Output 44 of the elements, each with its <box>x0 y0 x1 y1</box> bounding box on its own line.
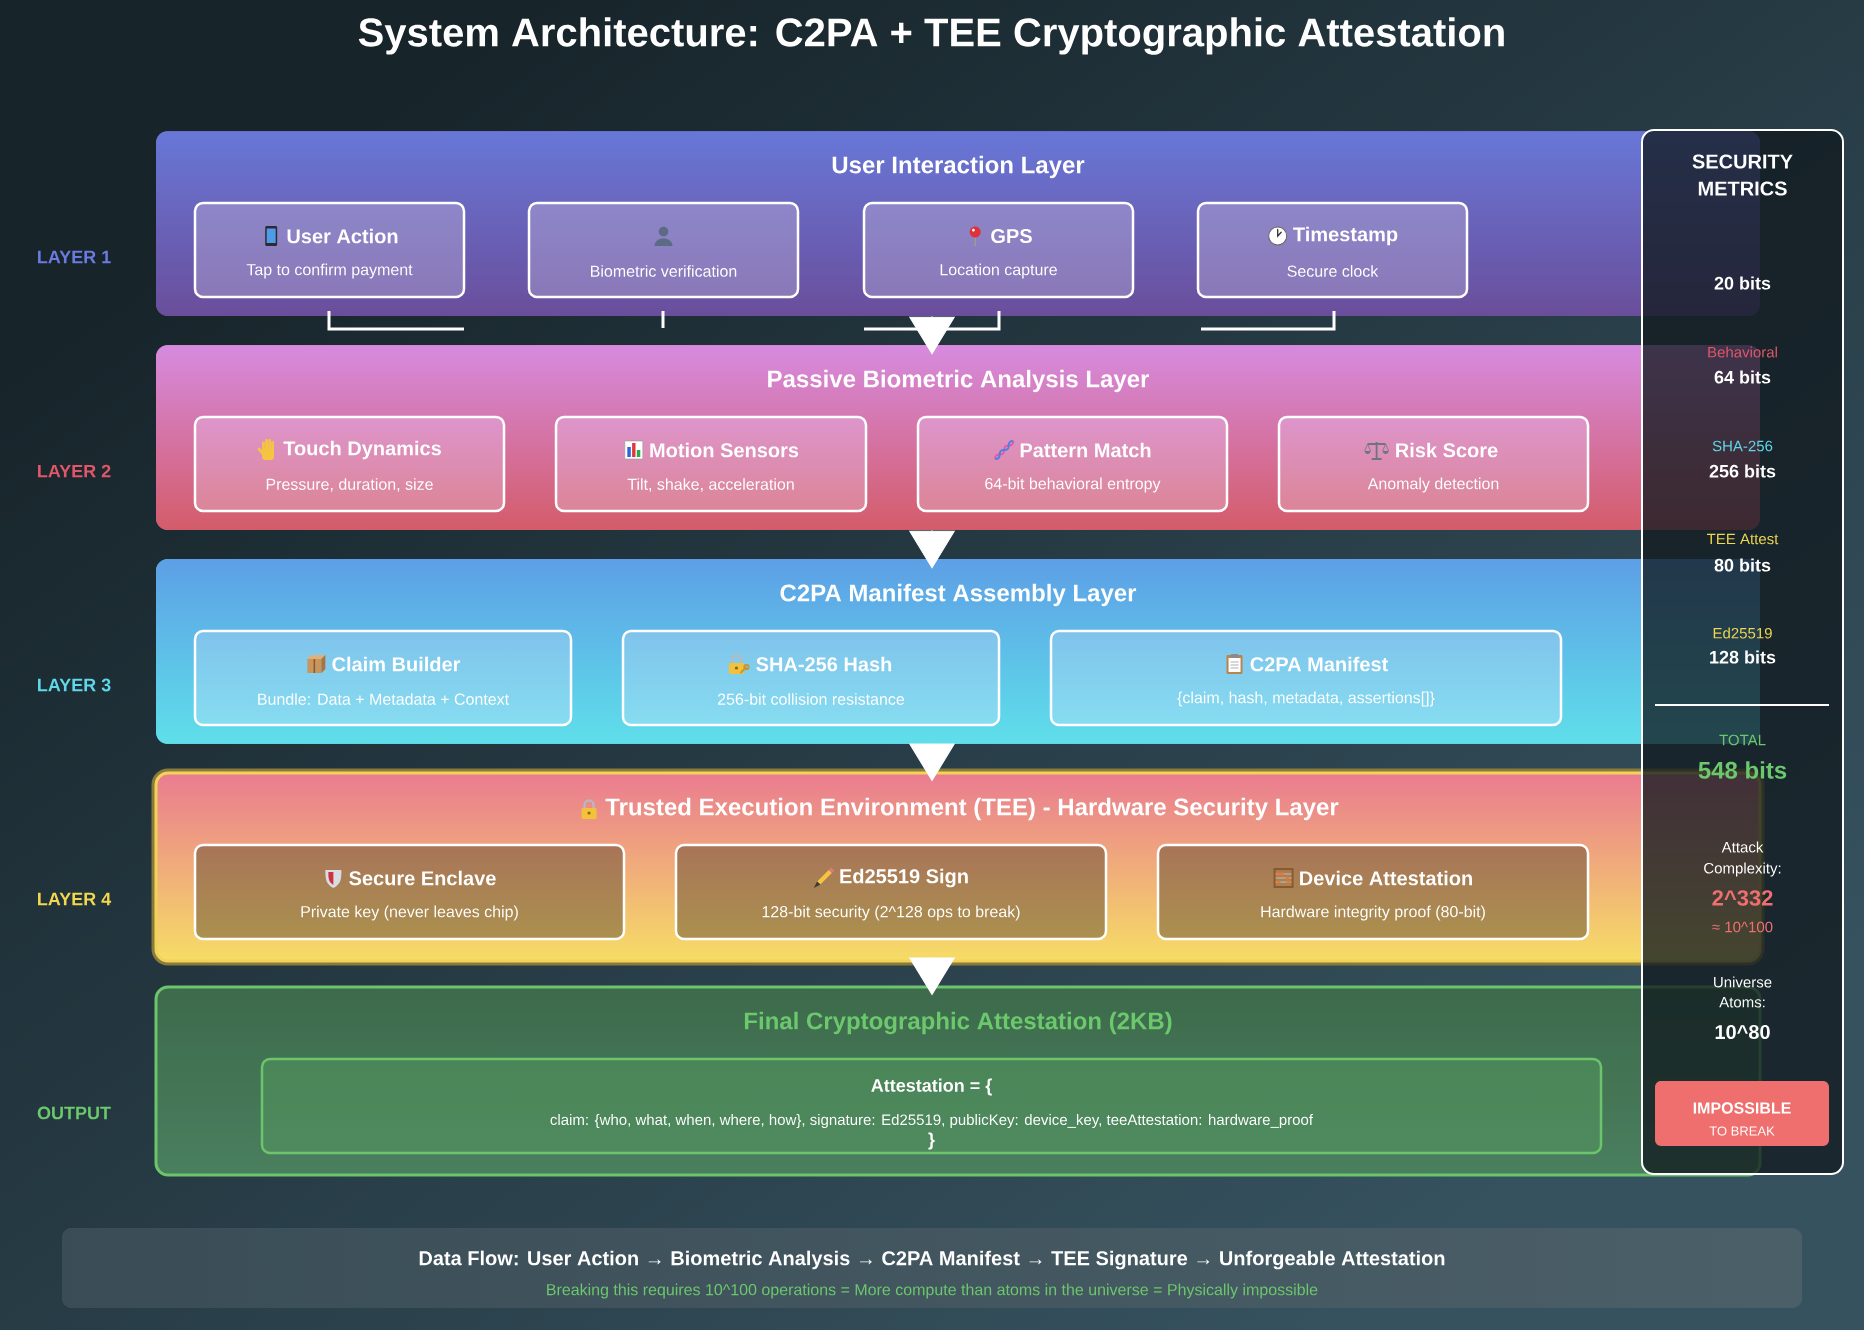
node-label: 20 bits <box>1714 276 1771 290</box>
node-label: 256 bits <box>1709 464 1776 478</box>
component-box: GPS Location capture <box>862 201 1135 299</box>
node-label: 10^80 <box>1715 1024 1770 1040</box>
node-label: 80 bits <box>1714 558 1771 572</box>
node-label: 128 bits <box>1710 650 1776 664</box>
title: System Architecture: C2PA + TEE Cryptographic Attestation <box>358 17 1504 55</box>
layer-label: LAYER 3 <box>38 678 111 692</box>
component-box: Secure Enclave Private key (never leaves chip) <box>193 843 626 941</box>
node-label: Universe Atoms: <box>1714 976 1772 1008</box>
component-box: SHA-256 Hash 256-bit collision resistance <box>621 629 1001 727</box>
node-label: TOTAL <box>1719 734 1766 746</box>
info-bar: Data Flow: User Action → Biometric Analysis → C2PA Manifest → TEE Signature → Unforgeable Attestation Breaking this requires 10^100 operations = More compute than atoms in the universe = Physically impossible <box>62 1228 1802 1308</box>
layer-label: OUTPUT <box>37 1106 111 1120</box>
component-box: Ed25519 Sign 128-bit security (2^128 ops to break) <box>674 843 1108 941</box>
node-label: SECURITY METRICS <box>1692 154 1793 196</box>
layer-label: LAYER 4 <box>38 892 112 906</box>
component-box: Pattern Match 64-bit behavioral entropy <box>916 415 1229 513</box>
component-box: Touch Dynamics Pressure, duration, size <box>193 415 506 513</box>
node-label: Behavioral <box>1708 346 1777 358</box>
node-label: SHA-256 <box>1712 440 1773 452</box>
alert-box: IMPOSSIBLE TO BREAK <box>1655 1081 1829 1146</box>
node-label: 548 bits <box>1698 761 1787 779</box>
arrow <box>909 957 955 996</box>
node-label: 64 bits <box>1714 370 1771 384</box>
node-label: Ed25519 <box>1713 627 1772 639</box>
component-box: Risk Score Anomaly detection <box>1277 415 1590 513</box>
component-box: Timestamp Secure clock <box>1196 201 1469 299</box>
arrow <box>909 743 955 782</box>
node-label: ≈ 10^100 <box>1712 921 1773 933</box>
node-label: TEE Attest <box>1707 533 1779 545</box>
node-label: 2^332 <box>1712 890 1773 906</box>
component-box: User Action Tap to confirm payment <box>193 201 466 299</box>
component-box: Motion Sensors Tilt, shake, acceleration <box>554 415 868 513</box>
arrow <box>909 529 955 569</box>
layer-label: LAYER 1 <box>38 250 111 264</box>
component-box: Device Attestation Hardware integrity proof (80-bit) <box>1156 843 1590 941</box>
code-box: Attestation = { claim: {who, what, when, where, how}, signature: Ed25519, publicKey: device_key, teeAttestation: hardware_proof } <box>260 1057 1603 1155</box>
layer-label: LAYER 2 <box>38 464 111 478</box>
component-box: C2PA Manifest {claim, hash, metadata, assertions[]} <box>1049 629 1563 727</box>
arrow <box>909 315 955 355</box>
component-box: Claim Builder Bundle: Data + Metadata + Context <box>193 629 573 727</box>
component-box: Biometric verification <box>527 201 800 299</box>
node-label: Attack Complexity: <box>1704 841 1781 877</box>
